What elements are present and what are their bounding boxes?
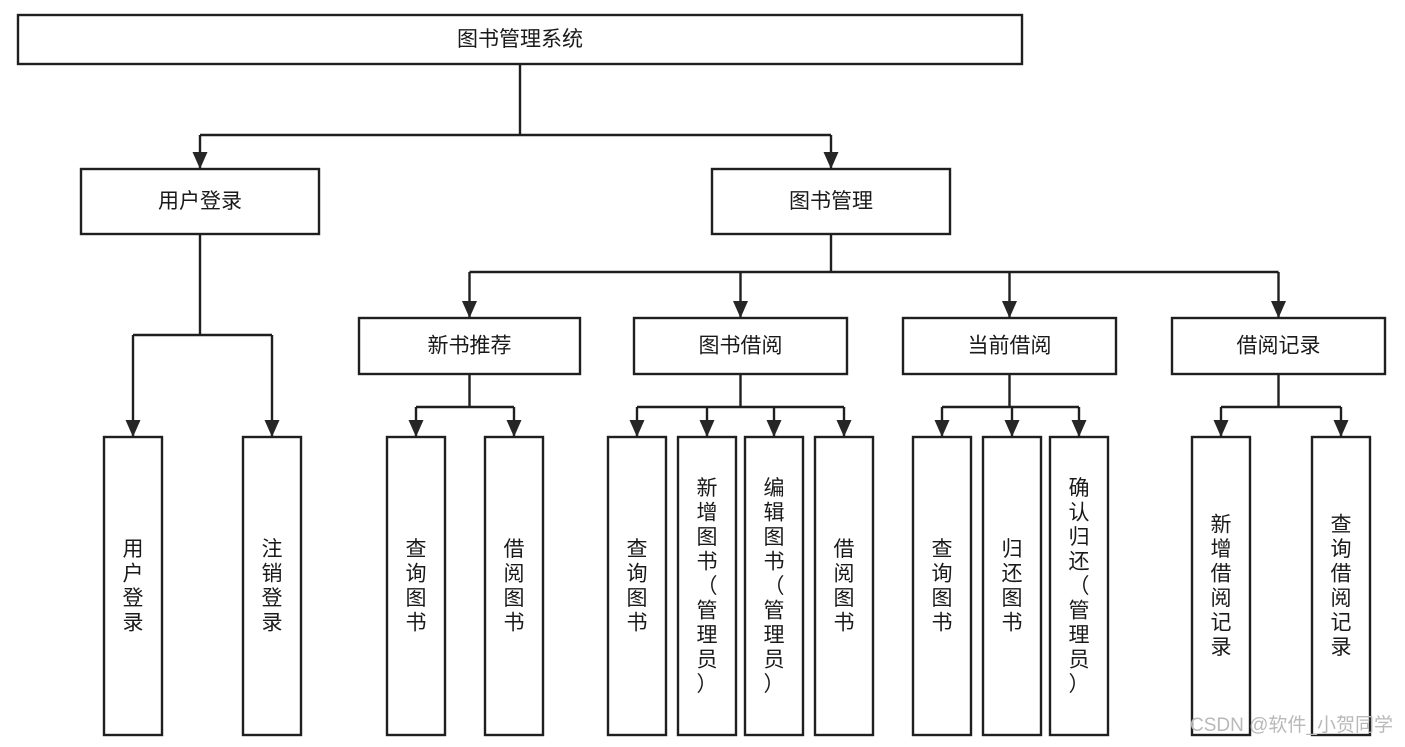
- conn-root-to-level2: [192, 64, 839, 169]
- node-label-leaf-confirm-return-admin: 确认归还（管理员）: [1069, 477, 1090, 696]
- node-leaf-confirm-return-admin[interactable]: 确认归还（管理员）: [1048, 435, 1110, 737]
- node-leaf-logout[interactable]: 注销登录: [241, 435, 303, 737]
- node-label-leaf-logout: 注销登录: [262, 538, 283, 635]
- node-box-leaf-borrow-book[interactable]: [813, 435, 875, 737]
- node-box-leaf-logout[interactable]: [241, 435, 303, 737]
- arrow-head-icon: [264, 420, 280, 437]
- node-box-leaf-edit-book-admin[interactable]: [743, 435, 805, 737]
- node-leaf-query-book-current[interactable]: 查询图书: [911, 435, 973, 737]
- conn-current-to-leaves: [934, 374, 1087, 437]
- node-box-leaf-query-book-borrow[interactable]: [606, 435, 668, 737]
- arrow-head-icon: [408, 420, 424, 437]
- node-leaf-return-book[interactable]: 归还图书: [981, 435, 1043, 737]
- arrow-head-icon: [836, 420, 852, 437]
- node-label-leaf-borrow-book-recommend: 借阅图书: [504, 538, 525, 635]
- arrow-head-icon: [1271, 301, 1286, 318]
- node-label-leaf-add-book-admin: 新增图书（管理员）: [697, 477, 718, 696]
- node-label-leaf-return-book: 归还图书: [1002, 538, 1023, 635]
- node-leaf-borrow-book[interactable]: 借阅图书: [813, 435, 875, 737]
- node-box-leaf-add-borrow-record[interactable]: [1190, 435, 1252, 737]
- node-leaf-add-borrow-record[interactable]: 新增借阅记录: [1190, 435, 1252, 737]
- node-book-borrow[interactable]: 图书借阅: [632, 316, 849, 376]
- node-root[interactable]: 图书管理系统: [16, 13, 1024, 66]
- node-current-borrow[interactable]: 当前借阅: [901, 316, 1118, 376]
- node-box-leaf-add-book-admin[interactable]: [676, 435, 738, 737]
- conn-userlogin-to-leaves: [125, 234, 280, 437]
- node-label-leaf-query-book-recommend: 查询图书: [406, 538, 427, 635]
- conn-bookmgmt-to-level3: [462, 234, 1286, 318]
- node-borrow-record[interactable]: 借阅记录: [1170, 316, 1387, 376]
- arrow-head-icon: [1004, 420, 1020, 437]
- node-box-leaf-confirm-return-admin[interactable]: [1048, 435, 1110, 737]
- conn-recommend-to-leaves: [408, 374, 522, 437]
- conn-borrow-to-leaves: [629, 374, 852, 437]
- node-box-book-borrow[interactable]: [632, 316, 849, 376]
- node-box-new-book-recommend[interactable]: [357, 316, 582, 376]
- conn-record-to-leaves: [1213, 374, 1349, 437]
- node-box-book-management[interactable]: [710, 167, 952, 236]
- node-label-leaf-edit-book-admin: 编辑图书（管理员）: [764, 477, 785, 696]
- node-label-leaf-query-book-borrow: 查询图书: [627, 538, 648, 635]
- node-leaf-add-book-admin[interactable]: 新增图书（管理员）: [676, 435, 738, 737]
- node-leaf-query-book-recommend[interactable]: 查询图书: [385, 435, 447, 737]
- node-box-leaf-query-book-recommend[interactable]: [385, 435, 447, 737]
- arrow-head-icon: [462, 301, 477, 318]
- node-label-current-borrow: 当前借阅: [968, 335, 1052, 358]
- node-box-leaf-user-login[interactable]: [102, 435, 164, 737]
- node-book-management[interactable]: 图书管理: [710, 167, 952, 236]
- connector-layer: [125, 64, 1349, 437]
- csdn-watermark: CSDN @软件_小贺同学: [1190, 714, 1393, 736]
- node-box-user-login[interactable]: [79, 167, 321, 236]
- arrow-head-icon: [1002, 301, 1017, 318]
- arrow-head-icon: [629, 420, 645, 437]
- arrow-head-icon: [823, 152, 839, 169]
- node-box-root[interactable]: [16, 13, 1024, 66]
- node-new-book-recommend[interactable]: 新书推荐: [357, 316, 582, 376]
- node-leaf-query-borrow-record[interactable]: 查询借阅记录: [1310, 435, 1372, 737]
- node-box-current-borrow[interactable]: [901, 316, 1118, 376]
- node-box-leaf-borrow-book-recommend[interactable]: [483, 435, 545, 737]
- arrow-head-icon: [733, 301, 748, 318]
- arrow-head-icon: [1333, 420, 1349, 437]
- arrow-head-icon: [125, 420, 141, 437]
- node-box-leaf-query-book-current[interactable]: [911, 435, 973, 737]
- node-label-leaf-query-book-current: 查询图书: [932, 538, 953, 635]
- node-label-leaf-user-login: 用户登录: [123, 538, 144, 635]
- arrow-head-icon: [1071, 420, 1087, 437]
- node-leaf-edit-book-admin[interactable]: 编辑图书（管理员）: [743, 435, 805, 737]
- node-label-leaf-borrow-book: 借阅图书: [834, 538, 855, 635]
- node-label-leaf-add-borrow-record: 新增借阅记录: [1211, 514, 1232, 660]
- node-user-login[interactable]: 用户登录: [79, 167, 321, 236]
- node-label-leaf-query-borrow-record: 查询借阅记录: [1331, 514, 1352, 660]
- node-box-leaf-return-book[interactable]: [981, 435, 1043, 737]
- node-leaf-user-login[interactable]: 用户登录: [102, 435, 164, 737]
- arrow-head-icon: [192, 152, 208, 169]
- node-leaf-borrow-book-recommend[interactable]: 借阅图书: [483, 435, 545, 737]
- arrow-head-icon: [766, 420, 782, 437]
- node-box-borrow-record[interactable]: [1170, 316, 1387, 376]
- node-label-new-book-recommend: 新书推荐: [428, 335, 512, 358]
- node-layer: 图书管理系统用户登录图书管理新书推荐图书借阅当前借阅借阅记录用户登录注销登录查询…: [16, 13, 1387, 737]
- node-box-leaf-query-borrow-record[interactable]: [1310, 435, 1372, 737]
- node-label-book-borrow: 图书借阅: [699, 335, 783, 358]
- node-label-borrow-record: 借阅记录: [1237, 335, 1321, 358]
- arrow-head-icon: [1213, 420, 1229, 437]
- node-label-book-management: 图书管理: [789, 190, 873, 213]
- arrow-head-icon: [506, 420, 522, 437]
- node-leaf-query-book-borrow[interactable]: 查询图书: [606, 435, 668, 737]
- arrow-head-icon: [934, 420, 950, 437]
- arrow-head-icon: [699, 420, 715, 437]
- node-label-user-login: 用户登录: [158, 190, 242, 213]
- node-label-root: 图书管理系统: [457, 28, 583, 51]
